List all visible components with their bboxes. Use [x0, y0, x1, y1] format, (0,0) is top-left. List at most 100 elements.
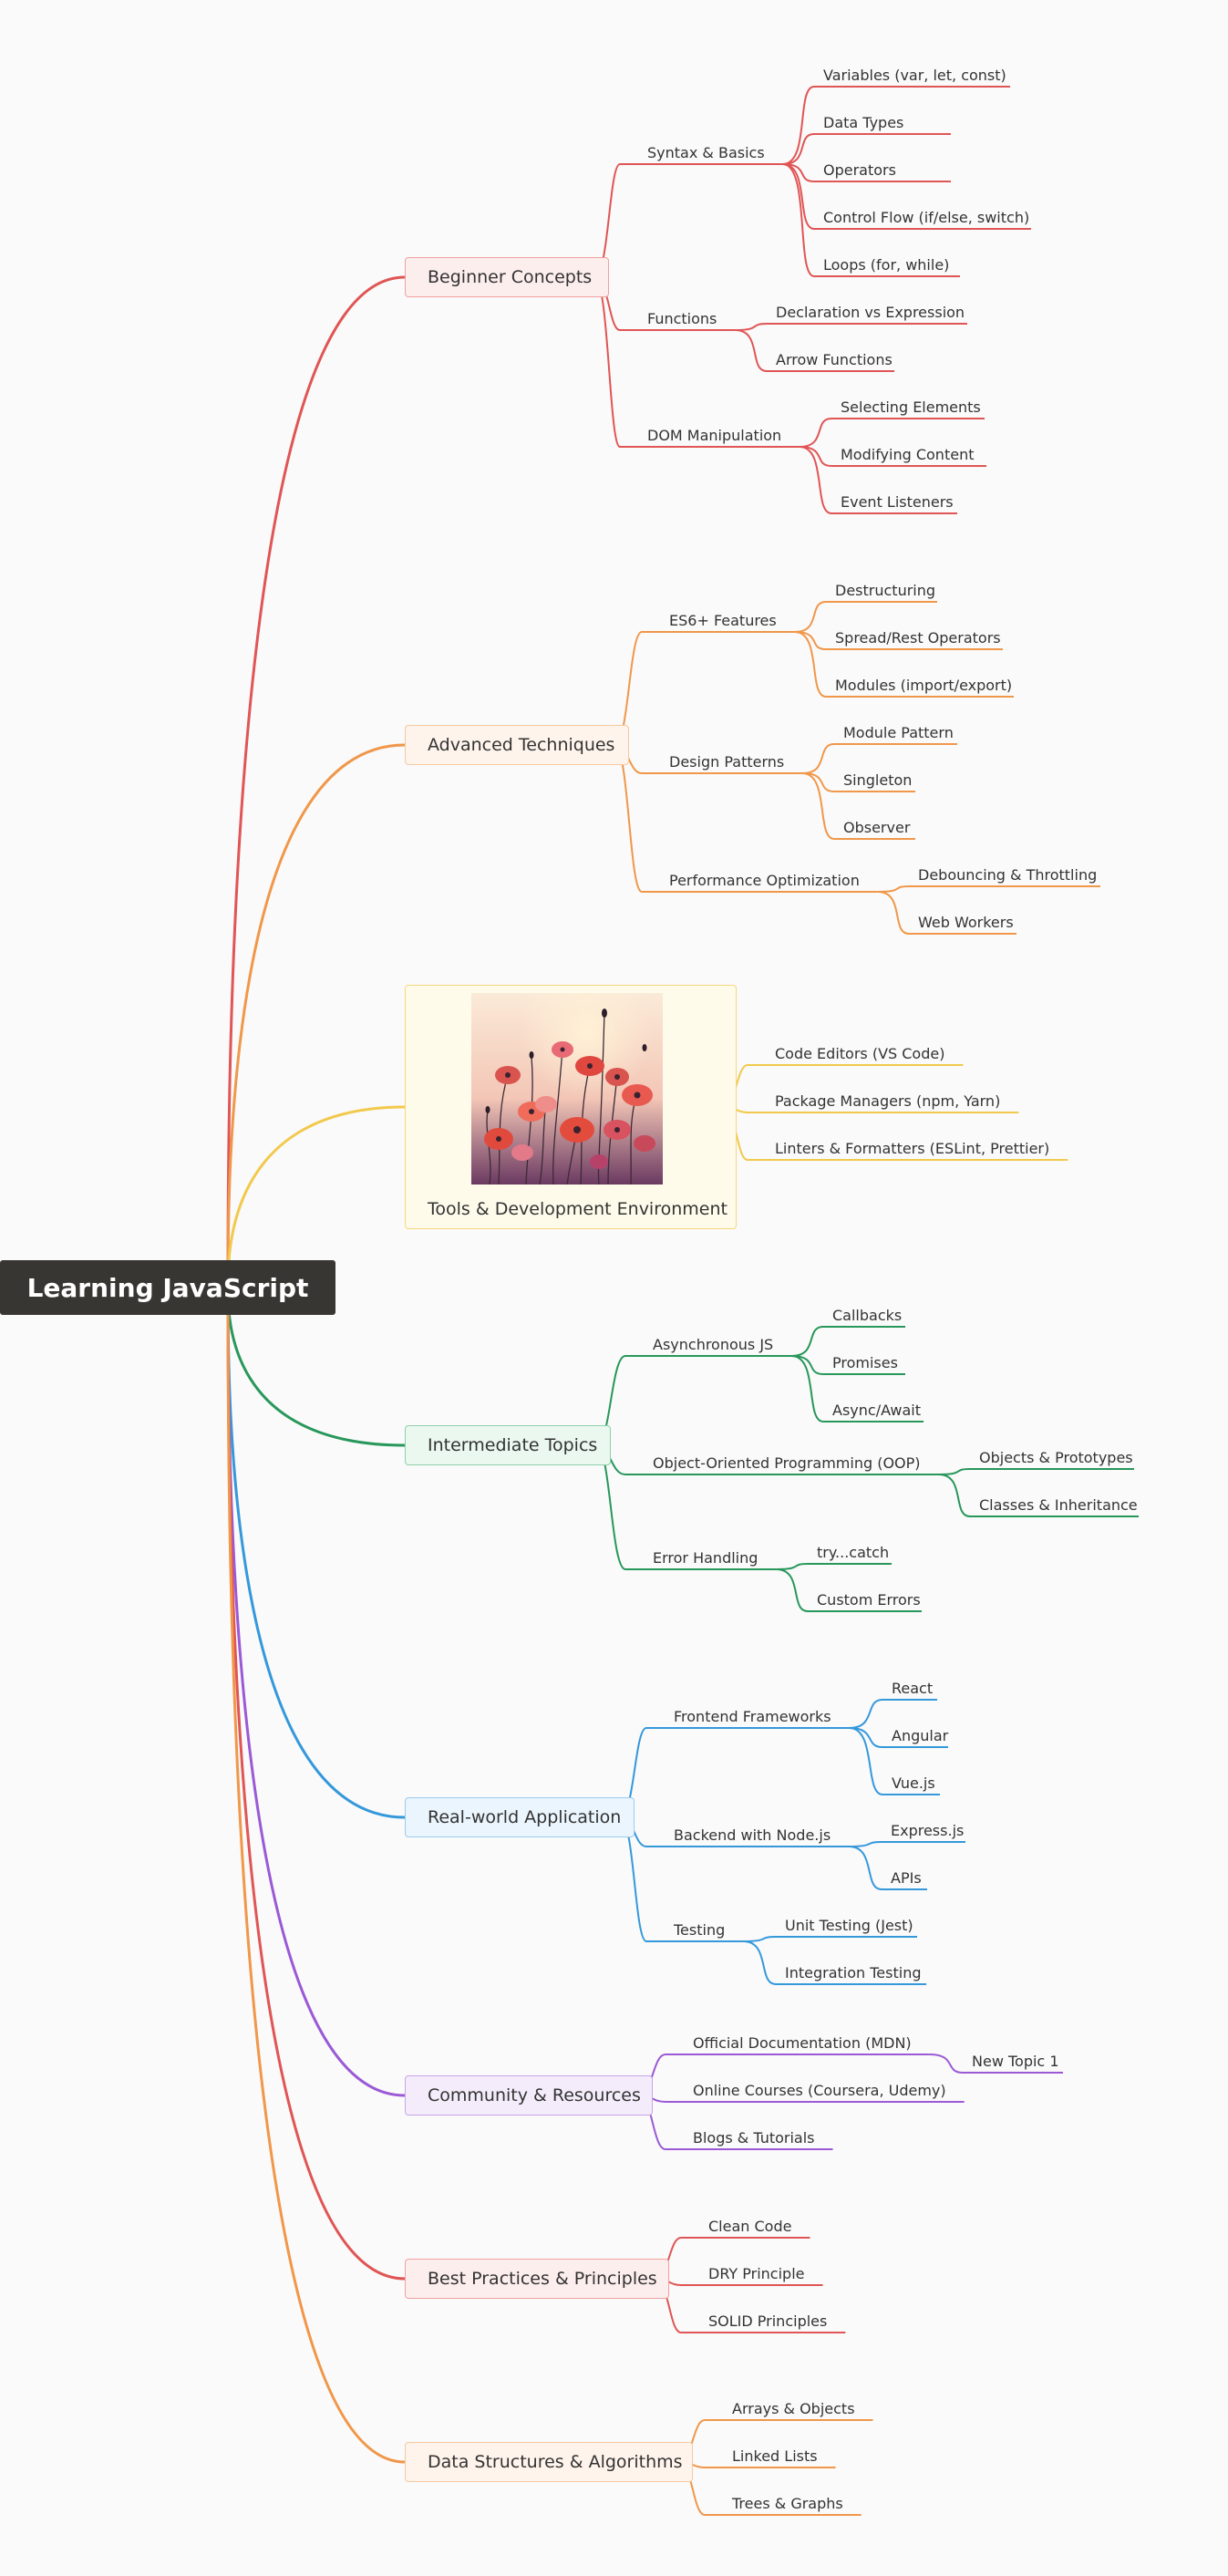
leaf-topic[interactable]: Operators: [823, 161, 896, 179]
branch-node[interactable]: Beginner Concepts: [405, 257, 609, 297]
root-node[interactable]: Learning JavaScript: [0, 1260, 335, 1315]
leaf-connector: [794, 631, 1003, 650]
leaf-topic[interactable]: Objects & Prototypes: [979, 1449, 1133, 1466]
leaf-connector: [782, 133, 951, 165]
sub-topic[interactable]: Code Editors (VS Code): [775, 1045, 945, 1062]
sub-topic[interactable]: Frontend Frameworks: [674, 1708, 831, 1725]
leaf-connector: [849, 1727, 948, 1748]
sub-topic[interactable]: Design Patterns: [669, 753, 785, 771]
leaf-topic[interactable]: Event Listeners: [841, 493, 954, 511]
sub-topic[interactable]: Error Handling: [653, 1549, 758, 1567]
leaf-topic[interactable]: Observer: [843, 819, 911, 836]
leaf-connector: [877, 891, 1016, 935]
sub-topic[interactable]: Testing: [674, 1921, 726, 1939]
sub-topic[interactable]: Asynchronous JS: [653, 1336, 774, 1353]
sub-connector: [593, 276, 621, 448]
sub-topic[interactable]: Trees & Graphs: [732, 2495, 843, 2512]
leaf-topic[interactable]: Integration Testing: [785, 1964, 922, 1981]
leaf-connector: [743, 1940, 926, 1985]
branch-node[interactable]: Real-world Application: [405, 1797, 635, 1837]
sub-topic[interactable]: ES6+ Features: [669, 612, 777, 629]
branch-label: Beginner Concepts: [428, 267, 593, 287]
leaf-topic[interactable]: Destructuring: [835, 582, 936, 599]
leaf-topic[interactable]: Arrow Functions: [776, 351, 893, 368]
sub-topic[interactable]: Linters & Formatters (ESLint, Prettier): [775, 1140, 1050, 1157]
branch-label-tools: Tools & Development Environment: [428, 1199, 728, 1219]
leaf-topic[interactable]: Control Flow (if/else, switch): [823, 209, 1030, 226]
leaf-topic[interactable]: Async/Await: [832, 1402, 921, 1419]
leaf-topic[interactable]: Data Types: [823, 114, 904, 131]
sub-topic[interactable]: Package Managers (npm, Yarn): [775, 1092, 1001, 1110]
sub-topic[interactable]: Backend with Node.js: [674, 1826, 831, 1844]
sub-topic[interactable]: Object-Oriented Programming (OOP): [653, 1454, 921, 1472]
leaf-connector: [743, 1936, 917, 1942]
leaf-connector: [800, 418, 985, 448]
leaf-topic[interactable]: Spread/Rest Operators: [835, 629, 1001, 647]
leaf-topic[interactable]: Singleton: [843, 771, 913, 789]
leaf-topic[interactable]: Debouncing & Throttling: [918, 866, 1098, 884]
leaf-connector: [782, 163, 1031, 230]
sub-topic[interactable]: Linked Lists: [732, 2447, 818, 2465]
branch-node[interactable]: Community & Resources: [405, 2075, 653, 2116]
leaf-topic[interactable]: try...catch: [817, 1544, 890, 1561]
leaf-connector: [929, 2054, 1063, 2074]
leaf-connector: [802, 743, 957, 774]
leaf-topic[interactable]: Vue.js: [892, 1774, 935, 1792]
leaf-topic[interactable]: Selecting Elements: [841, 398, 981, 416]
sub-topic[interactable]: Clean Code: [708, 2218, 792, 2235]
leaf-topic[interactable]: Module Pattern: [843, 724, 954, 741]
leaf-connector: [782, 86, 1010, 165]
leaf-topic[interactable]: Modifying Content: [841, 446, 975, 463]
leaf-topic[interactable]: Custom Errors: [817, 1591, 921, 1609]
leaf-connector: [938, 1468, 1134, 1475]
leaf-connector: [877, 885, 1100, 893]
sub-topic[interactable]: Official Documentation (MDN): [693, 2034, 912, 2052]
sub-topic[interactable]: DOM Manipulation: [647, 427, 782, 444]
leaf-topic[interactable]: React: [892, 1680, 934, 1697]
leaf-topic[interactable]: APIs: [891, 1869, 922, 1887]
branch-connector: [226, 1287, 406, 2097]
leaf-topic[interactable]: Declaration vs Expression: [776, 304, 965, 321]
leaf-connector: [776, 1568, 922, 1612]
branch-node[interactable]: Intermediate Topics: [405, 1425, 611, 1465]
branch-label: Intermediate Topics: [428, 1435, 598, 1455]
leaf-connector: [794, 601, 937, 633]
branch-label: Real-world Application: [428, 1807, 622, 1827]
sub-topic[interactable]: Arrays & Objects: [732, 2400, 855, 2417]
branch-connector: [226, 1287, 406, 2464]
branch-node[interactable]: Advanced Techniques: [405, 725, 629, 765]
branch-connector: [226, 1287, 406, 1819]
sub-topic[interactable]: DRY Principle: [708, 2265, 805, 2282]
leaf-connector: [735, 323, 967, 331]
leaf-topic[interactable]: Modules (import/export): [835, 677, 1013, 694]
leaf-topic[interactable]: Loops (for, while): [823, 256, 950, 274]
leaf-connector: [800, 446, 986, 467]
branch-node[interactable]: Data Structures & Algorithms: [405, 2442, 693, 2482]
leaf-connector: [849, 1841, 965, 1847]
branch-connector: [226, 275, 406, 1288]
leaf-connector: [802, 772, 915, 792]
leaf-topic[interactable]: Classes & Inheritance: [979, 1496, 1138, 1514]
leaf-topic[interactable]: Promises: [832, 1354, 898, 1371]
sub-topic[interactable]: Syntax & Basics: [647, 144, 765, 161]
leaf-topic[interactable]: Variables (var, let, const): [823, 67, 1006, 84]
leaf-connector: [800, 446, 957, 514]
sub-connector: [614, 744, 643, 893]
branch-label: Best Practices & Principles: [428, 2269, 657, 2289]
leaf-connector: [791, 1355, 905, 1375]
leaf-topic[interactable]: Angular: [892, 1727, 949, 1744]
leaf-connector: [849, 1846, 927, 1890]
branch-node-tools[interactable]: Tools & Development Environment: [405, 985, 737, 1229]
leaf-topic[interactable]: Unit Testing (Jest): [785, 1917, 913, 1934]
leaf-topic[interactable]: Callbacks: [832, 1307, 903, 1324]
sub-topic[interactable]: Performance Optimization: [669, 872, 860, 889]
sub-topic[interactable]: SOLID Principles: [708, 2312, 828, 2330]
leaf-connector: [938, 1474, 1139, 1517]
sub-topic[interactable]: Blogs & Tutorials: [693, 2129, 815, 2147]
sub-topic[interactable]: Online Courses (Coursera, Udemy): [693, 2082, 946, 2099]
leaf-topic[interactable]: Web Workers: [918, 914, 1014, 931]
branch-node[interactable]: Best Practices & Principles: [405, 2259, 669, 2299]
leaf-topic[interactable]: Express.js: [891, 1822, 965, 1839]
sub-topic[interactable]: Functions: [647, 310, 717, 327]
leaf-topic[interactable]: New Topic 1: [972, 2053, 1059, 2070]
